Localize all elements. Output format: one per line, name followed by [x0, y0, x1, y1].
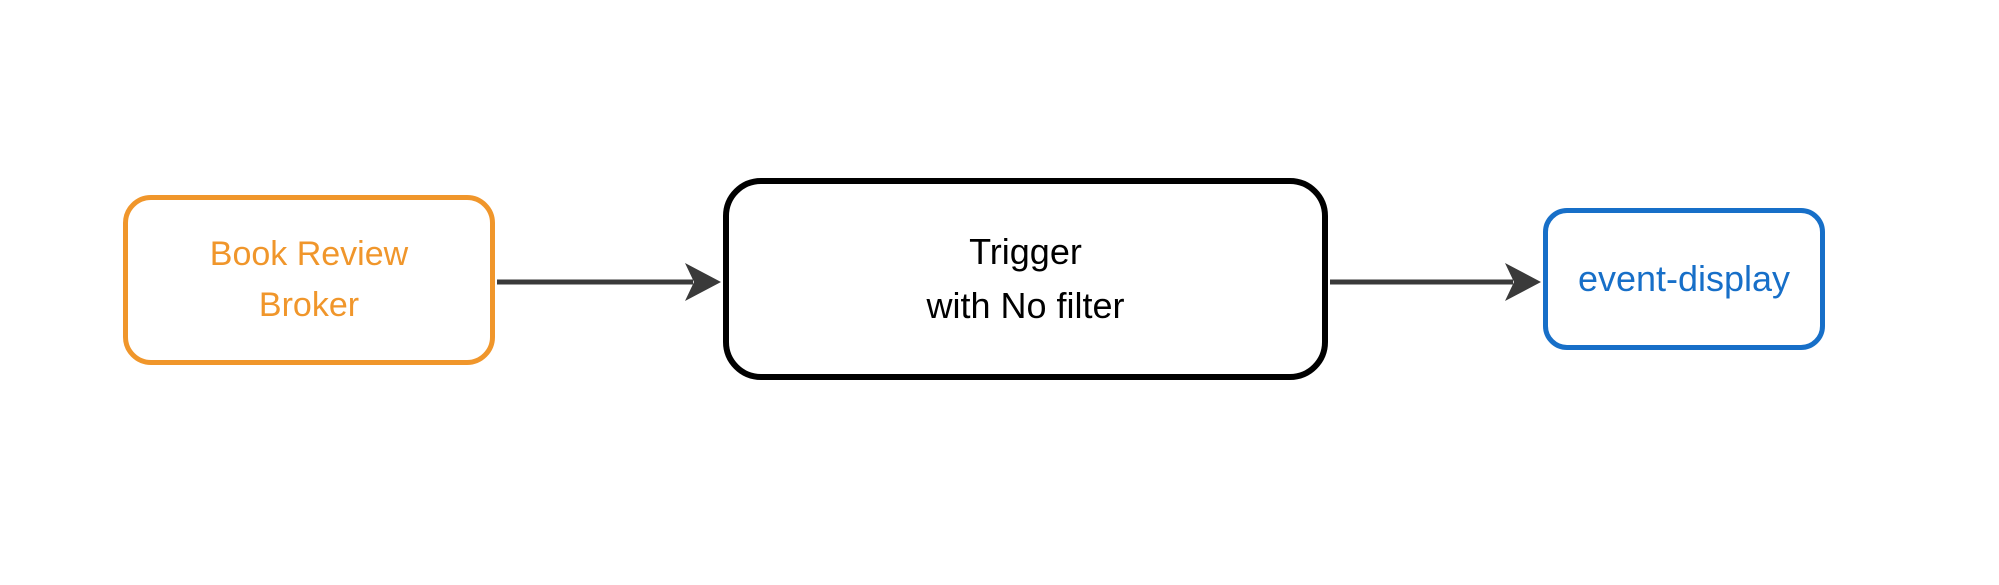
node-event-display-label: event-display: [1578, 252, 1790, 306]
node-label-line: with No filter: [926, 285, 1125, 326]
edge-trigger-to-event-display: [1328, 260, 1543, 304]
node-label-line: Broker: [258, 286, 360, 324]
node-trigger-with-no-filter: Trigger with No filter: [723, 178, 1328, 380]
node-book-review-broker: Book Review Broker: [123, 195, 495, 365]
node-label-line: Book Review: [209, 235, 409, 273]
arrowhead-icon: [685, 263, 721, 301]
edge-broker-to-trigger: [495, 260, 723, 304]
node-label-line: Trigger: [969, 231, 1082, 272]
arrowhead-icon: [1505, 263, 1541, 301]
node-label-line: event-display: [1577, 258, 1791, 299]
node-trigger-label: Trigger with No filter: [926, 225, 1124, 333]
node-book-review-broker-label: Book Review Broker: [210, 229, 408, 331]
node-event-display: event-display: [1543, 208, 1825, 350]
